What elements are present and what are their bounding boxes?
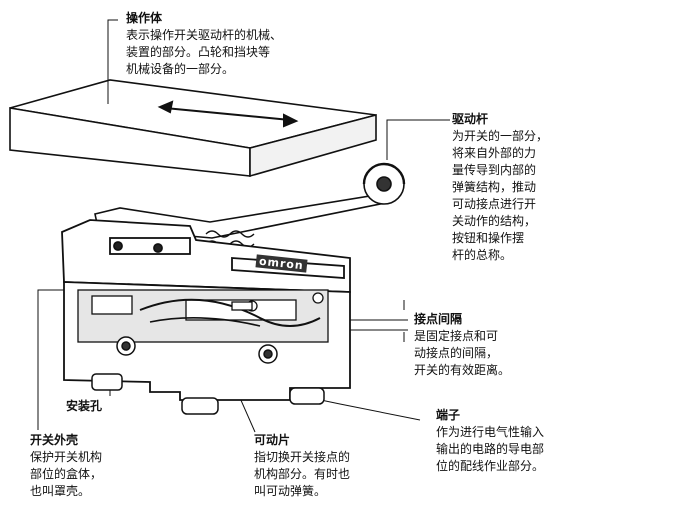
housing-title: 开关外壳 xyxy=(30,433,79,447)
lever-line: 可动接点进行开 xyxy=(452,197,537,211)
terminal-line: 作为进行电气性输入 xyxy=(436,425,545,439)
mounting-holes xyxy=(116,336,278,364)
movable-spring-line: 叫可动弹簧。 xyxy=(254,484,327,498)
movable-spring-line: 机构部分。有时也 xyxy=(254,467,351,481)
housing-line: 也叫罩壳。 xyxy=(30,484,91,498)
movable-spring-line: 指切换开关接点的 xyxy=(254,450,351,464)
terminal-line: 输出的电路的导电部 xyxy=(436,442,545,456)
contact-gap-line: 动接点的间隔， xyxy=(414,346,499,360)
mounting-hole-annotation: 安装孔 xyxy=(66,398,102,415)
actuator-annotation: 操作体 表示操作开关驱动杆的机械、 装置的部分。凸轮和挡块等 机械设备的一部分。 xyxy=(126,10,282,78)
motion-arrow xyxy=(157,100,299,128)
actuator-line: 装置的部分。凸轮和挡块等 xyxy=(126,45,271,59)
contact-gap-annotation: 接点间隔 是固定接点和可 动接点的间隔， 开关的有效距离。 xyxy=(414,311,510,379)
lever-line: 将来自外部的力 xyxy=(452,146,537,160)
lever-line: 关动作的结构， xyxy=(452,214,537,228)
lever-line: 弹簧结构，推动 xyxy=(452,180,537,194)
actuator-line: 表示操作开关驱动杆的机械、 xyxy=(126,28,283,42)
contact-gap-line: 开关的有效距离。 xyxy=(414,363,511,377)
lever-line: 按钮和操作摆 xyxy=(452,231,525,245)
lever-title: 驱动杆 xyxy=(452,112,489,126)
actuator-line: 机械设备的一部分。 xyxy=(126,62,235,76)
terminal-line: 位的配线作业部分。 xyxy=(436,459,545,473)
lever-line: 为开关的一部分， xyxy=(452,129,549,143)
mounting-hole-title: 安装孔 xyxy=(66,399,103,413)
terminals xyxy=(91,373,325,415)
actuator-title: 操作体 xyxy=(126,11,163,25)
lever-annotation: 驱动杆 为开关的一部分， 将来自外部的力 量传导到内部的 弹簧结构，推动 可动接… xyxy=(452,111,548,264)
housing-line: 部位的盒体， xyxy=(30,467,103,481)
housing-line: 保护开关机构 xyxy=(30,450,103,464)
movable-spring-annotation: 可动片 指切换开关接点的 机构部分。有时也 叫可动弹簧。 xyxy=(254,432,350,500)
housing-annotation: 开关外壳 保护开关机构 部位的盒体， 也叫罩壳。 xyxy=(30,432,102,500)
terminal-annotation: 端子 作为进行电气性输入 输出的电路的导电部 位的配线作业部分。 xyxy=(436,407,544,475)
internal-mechanism xyxy=(77,289,329,343)
terminal-title: 端子 xyxy=(436,408,461,422)
actuator-plate xyxy=(9,79,377,178)
contact-gap-title: 接点间隔 xyxy=(414,312,463,326)
contact-gap-line: 是固定接点和可 xyxy=(414,329,499,343)
lever-line: 量传导到内部的 xyxy=(452,163,537,177)
movable-spring-title: 可动片 xyxy=(254,433,291,447)
lever-line: 杆的总称。 xyxy=(452,248,513,262)
